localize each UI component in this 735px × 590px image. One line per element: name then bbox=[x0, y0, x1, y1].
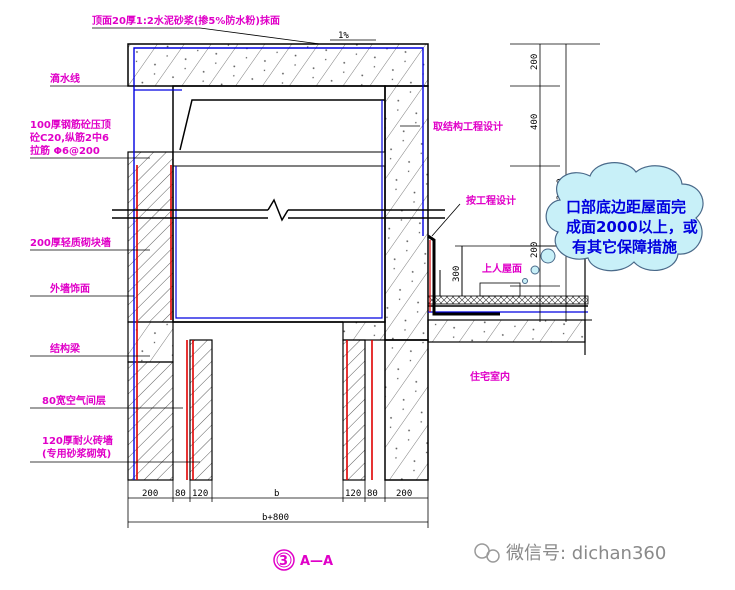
fire-wall-right bbox=[342, 339, 366, 481]
break-line bbox=[112, 198, 445, 222]
label-roof: 上人屋面 bbox=[482, 262, 522, 275]
label-top-finish: 顶面20厚1:2水泥砂浆(掺5%防水粉)抹面 bbox=[92, 14, 280, 27]
drip-edge bbox=[179, 99, 385, 151]
dim-bottom-1: 200 bbox=[142, 489, 158, 499]
label-ext-finish: 外墙饰面 bbox=[49, 282, 90, 295]
dim-total: b+800 bbox=[262, 513, 289, 523]
roof-slab bbox=[427, 319, 586, 343]
ext-finish-line bbox=[133, 47, 424, 480]
cloud-callout: 口部底边距屋面完 成面2000以上，或 有其它保障措施 bbox=[522, 162, 704, 284]
label-per-design-2: 按工程设计 bbox=[466, 194, 516, 207]
dim-300: 300 bbox=[452, 266, 462, 282]
watermark-text: 微信号: dichan360 bbox=[506, 543, 666, 564]
dim-bottom-5: 120 bbox=[345, 489, 361, 499]
top-cap-slab bbox=[127, 43, 429, 87]
label-fire-wall-2: (专用砂浆砌筑) bbox=[42, 447, 111, 460]
right-concrete-wall bbox=[384, 85, 429, 341]
bottom-dim-lines bbox=[127, 480, 429, 528]
cloud-line-3: 有其它保障措施 bbox=[572, 238, 677, 256]
label-slab-1: 100厚钢筋砼压顶 bbox=[30, 118, 111, 131]
label-per-design: 取结构工程设计 bbox=[433, 120, 503, 133]
dim-bottom-7: 200 bbox=[396, 489, 412, 499]
section-number: 3 bbox=[279, 554, 288, 569]
left-block-wall bbox=[127, 151, 174, 323]
label-beam: 结构梁 bbox=[50, 342, 81, 355]
dim-right-4: 200 bbox=[530, 242, 540, 258]
shaft-opening bbox=[172, 85, 386, 323]
shaft-top-slab bbox=[172, 151, 386, 167]
label-residence: 住宅室内 bbox=[470, 370, 510, 383]
leader-lines bbox=[30, 27, 461, 463]
lower-right-wall bbox=[384, 339, 429, 481]
section-marker: 3 A—A bbox=[273, 549, 333, 571]
dim-bottom-4: b bbox=[274, 489, 279, 499]
dim-right-2: 400 bbox=[530, 114, 540, 130]
label-slab-2: 砼C20,纵筋2中6 bbox=[30, 131, 109, 144]
opening-blue-line bbox=[175, 100, 383, 319]
roof-buildup bbox=[427, 234, 592, 355]
label-wall200: 200厚轻质砌块墙 bbox=[30, 236, 111, 249]
dim-right-1: 200 bbox=[530, 54, 540, 70]
label-fire-wall-1: 120厚耐火砖墙 bbox=[42, 434, 113, 447]
label-slab-3: 拉筋 Φ6@200 bbox=[30, 144, 100, 157]
dim-bottom-3: 120 bbox=[192, 489, 208, 499]
slope-label: 1% bbox=[338, 31, 349, 41]
beam-left bbox=[127, 321, 174, 363]
section-name: A—A bbox=[300, 554, 333, 569]
watermark: 微信号: dichan360 bbox=[474, 543, 666, 564]
cloud-line-1: 口部底边距屋面完 bbox=[566, 198, 686, 216]
dim-bottom-6: 80 bbox=[367, 489, 378, 499]
beam-right bbox=[342, 321, 386, 341]
dim-bottom-2: 80 bbox=[175, 489, 186, 499]
cloud-line-2: 成面2000以上，或 bbox=[566, 218, 698, 236]
label-air-gap: 80宽空气间层 bbox=[42, 394, 106, 407]
label-drip: 滴水线 bbox=[50, 72, 80, 85]
left-lower-wall bbox=[127, 361, 174, 481]
